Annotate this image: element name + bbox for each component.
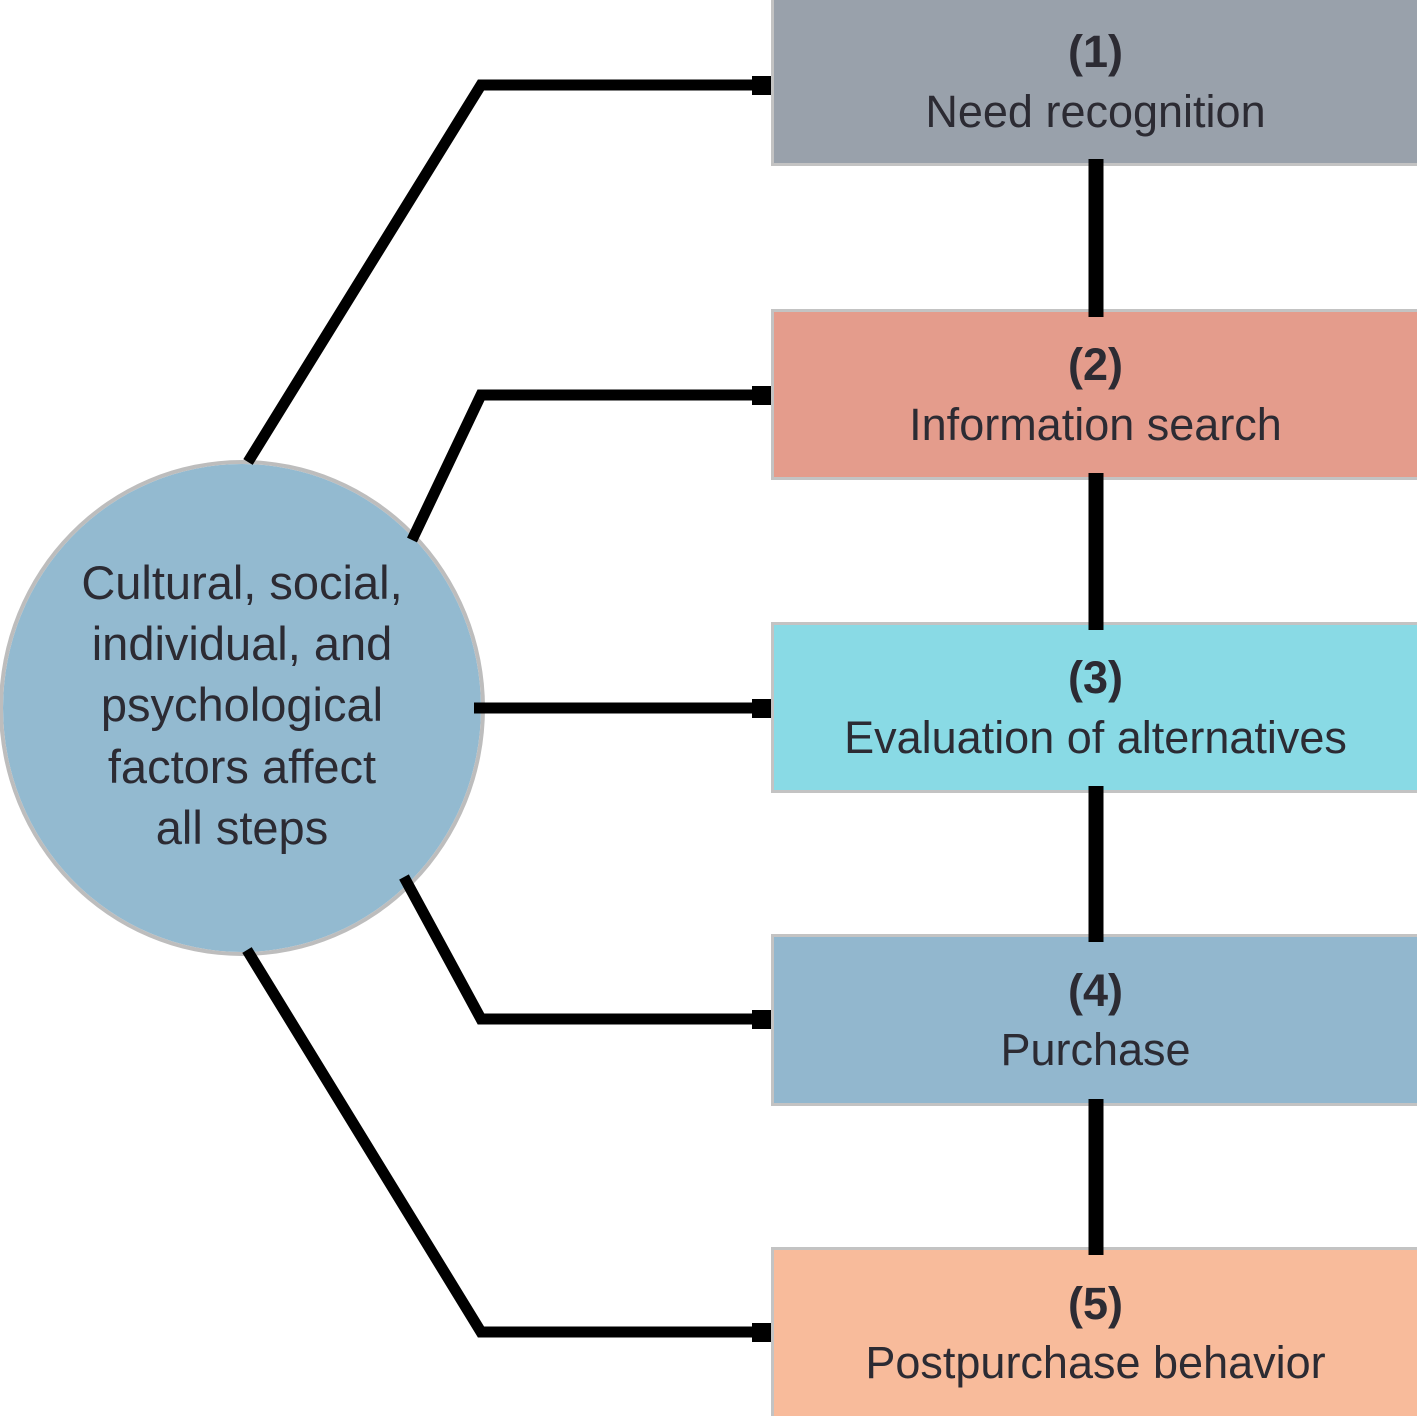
factors-circle: Cultural, social, individual, and psycho… (0, 460, 485, 956)
arrow-to-step-2 (407, 389, 771, 543)
step-number: (4) (1068, 964, 1123, 1016)
arrowhead-step-5 (752, 1323, 771, 1342)
step-number: (5) (1068, 1277, 1123, 1329)
arrow-to-step-1 (243, 79, 771, 465)
arrowhead-step-4 (752, 1010, 771, 1029)
step-number: (2) (1068, 339, 1123, 391)
step-box-purchase: (4) Purchase (771, 934, 1417, 1106)
step-label: Need recognition (925, 85, 1266, 137)
step-box-information-search: (2) Information search (771, 309, 1417, 480)
step-box-need-recognition: (1) Need recognition (771, 0, 1417, 166)
arrow-to-step-4 (399, 874, 771, 1025)
step-label: Postpurchase behavior (865, 1337, 1326, 1388)
arrow-to-step-5 (242, 947, 771, 1338)
arrowhead-step-3 (752, 699, 771, 718)
step-label: Purchase (1000, 1024, 1191, 1075)
arrowhead-step-1 (752, 76, 771, 95)
step-number: (3) (1068, 652, 1123, 704)
factors-circle-text: Cultural, social, individual, and psycho… (81, 556, 403, 854)
step-label: Information search (909, 398, 1282, 450)
step-box-evaluation-of-alternatives: (3) Evaluation of alternatives (771, 622, 1417, 793)
arrowhead-step-2 (752, 386, 771, 405)
step-box-postpurchase-behavior: (5) Postpurchase behavior (771, 1247, 1417, 1416)
step-number: (1) (1068, 26, 1123, 78)
step-label: Evaluation of alternatives (844, 711, 1347, 763)
